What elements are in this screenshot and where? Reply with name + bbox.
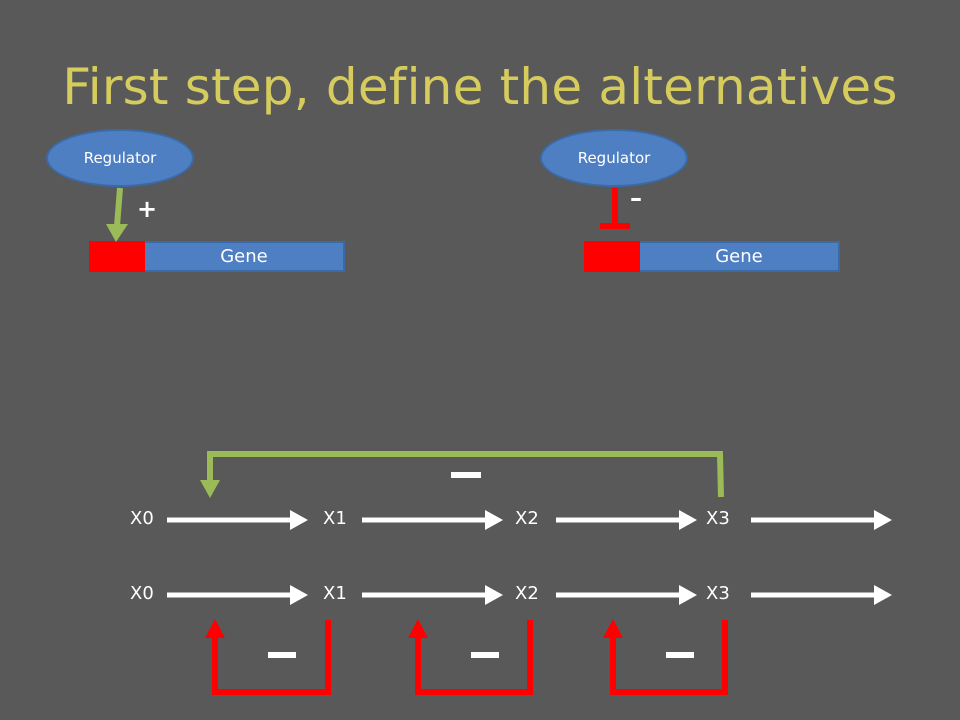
regulator-ellipse-repressor: Regulator (540, 129, 688, 187)
gene-box-repressed: Gene (584, 241, 840, 272)
node-label-top-x2: X2 (515, 508, 539, 529)
gene-label: Gene (220, 246, 268, 267)
top-pathway-arrows (167, 510, 892, 530)
gene-label: Gene (715, 246, 763, 267)
global-feedback-arrowhead (200, 480, 220, 498)
node-label-bottom-x2: X2 (515, 583, 539, 604)
global-feedback-loop (207, 451, 724, 498)
node-label-top-x0: X0 (130, 508, 154, 529)
local-feedback-1 (212, 620, 331, 695)
promoter-region (89, 241, 145, 272)
node-label-bottom-x0: X0 (130, 583, 154, 604)
local-feedback-arrowhead-3 (603, 619, 623, 638)
gene-box-activated: Gene (89, 241, 345, 272)
repression-sign: – (630, 184, 642, 212)
activation-sign: + (137, 195, 158, 223)
regulator-label: Regulator (83, 149, 157, 167)
activation-arrow (114, 187, 123, 227)
node-label-bottom-x1: X1 (323, 583, 347, 604)
node-label-bottom-x3: X3 (706, 583, 730, 604)
local-feedback-2 (415, 620, 533, 695)
node-label-top-x1: X1 (323, 508, 347, 529)
local-feedback-arrowhead-2 (408, 619, 428, 638)
local-minus-1 (268, 652, 296, 658)
local-feedback-3 (610, 620, 728, 695)
local-minus-3 (666, 652, 694, 658)
regulator-label: Regulator (577, 149, 651, 167)
local-minus-2 (471, 652, 499, 658)
global-feedback-minus (451, 472, 481, 478)
local-feedback-arrowhead-1 (205, 619, 225, 638)
local-feedback-loops (212, 620, 728, 695)
activation-arrowhead (106, 224, 128, 242)
bottom-pathway-arrows (167, 585, 892, 605)
slide-title: First step, define the alternatives (62, 58, 898, 116)
regulator-ellipse-activator: Regulator (46, 129, 194, 187)
promoter-region (584, 241, 640, 272)
node-label-top-x3: X3 (706, 508, 730, 529)
